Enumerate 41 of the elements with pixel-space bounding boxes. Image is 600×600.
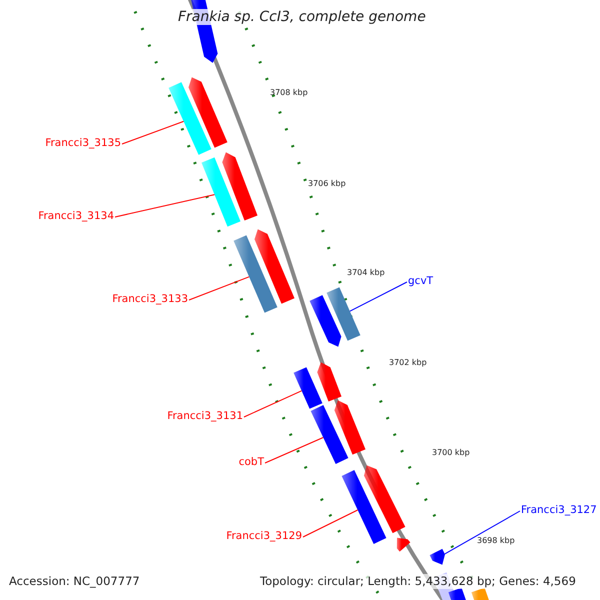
- tick-label: 3700 kbp: [432, 447, 470, 458]
- tick-label: 3708 kbp: [270, 87, 308, 98]
- gene-label: Francci3_3129: [226, 530, 302, 542]
- gene-feature: [294, 367, 322, 409]
- genome-summary: Topology: circular; Length: 5,433,628 bp; Genes: 4,569: [260, 574, 576, 588]
- gene-feature: [188, 77, 228, 148]
- title: Frankia sp. CcI3, complete genome: [176, 9, 428, 25]
- gene-feature: [254, 229, 294, 304]
- gene-feature: [342, 470, 386, 544]
- gene-label: Francci3_3127: [521, 504, 597, 516]
- accession-text: Accession: NC_007777: [9, 574, 140, 588]
- gene-feature: [222, 152, 258, 220]
- gene-label: cobT: [238, 456, 264, 468]
- tick-label: 3702 kbp: [389, 357, 427, 368]
- tick-label: 3698 kbp: [477, 535, 515, 546]
- gene-feature: [430, 548, 445, 565]
- gene-label: Francci3_3131: [167, 410, 243, 422]
- gene-feature: [310, 405, 348, 464]
- gene-feature: [364, 465, 406, 534]
- leader-line: [444, 510, 520, 554]
- gene-label: Francci3_3133: [112, 293, 188, 305]
- tick-label: 3706 kbp: [308, 178, 346, 189]
- gene-feature: [202, 157, 240, 227]
- gene-label: gcvT: [408, 275, 434, 287]
- tick-label: 3704 kbp: [347, 267, 385, 278]
- leader-line: [302, 510, 358, 538]
- leader-line: [122, 120, 184, 144]
- gene-label: Francci3_3134: [38, 210, 114, 222]
- gene-feature: [317, 362, 342, 402]
- leader-line: [264, 437, 324, 464]
- leader-line: [244, 390, 302, 418]
- leader-line: [114, 194, 215, 218]
- gene-feature: [234, 235, 278, 313]
- leader-line: [349, 282, 408, 312]
- gene-label: Francci3_3135: [45, 137, 121, 149]
- gene-feature: [396, 538, 410, 552]
- leader-line: [188, 276, 250, 300]
- gene-feature: [168, 82, 212, 155]
- gene-feature: [334, 400, 366, 455]
- gene-feature: [310, 295, 342, 347]
- gene-feature: [326, 287, 360, 341]
